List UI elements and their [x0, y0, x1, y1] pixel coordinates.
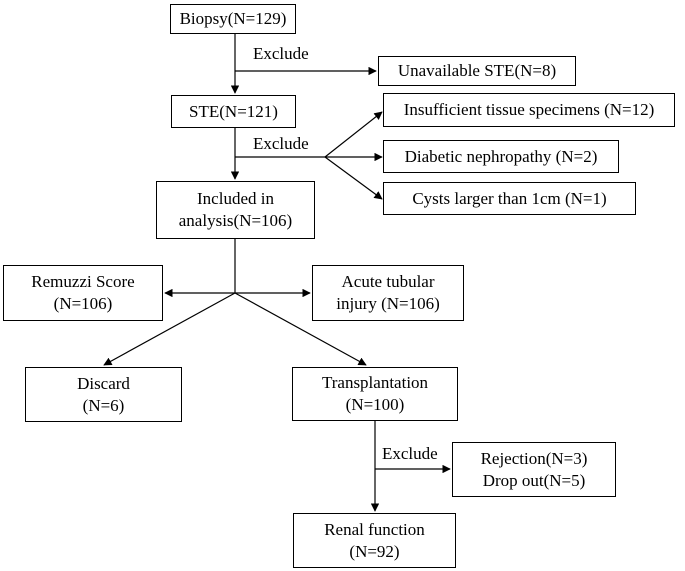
node-discard-line2: (N=6) [82, 395, 125, 415]
connector-split-discard [103, 292, 236, 366]
node-cysts: Cysts larger than 1cm (N=1) [383, 182, 636, 215]
node-remuzzi-line2: (N=106) [53, 294, 113, 313]
node-unavailable-ste-text: Unavailable STE(N=8) [397, 61, 557, 80]
node-transplantation: Transplantation (N=100) [292, 367, 458, 421]
node-transplantation-line2: (N=100) [345, 395, 405, 414]
node-insufficient-text: Insufficient tissue specimens (N=12) [403, 100, 655, 119]
connector-fan-cysts [324, 156, 383, 200]
exclude-label-1: Exclude [253, 44, 309, 63]
node-rejection: Rejection(N=3) Drop out(N=5) [452, 442, 616, 497]
node-cysts-text: Cysts larger than 1cm (N=1) [412, 188, 607, 208]
exclude-label-2: Exclude [253, 134, 309, 153]
node-diabetic: Diabetic nephropathy (N=2) [383, 140, 619, 173]
node-insufficient: Insufficient tissue specimens (N=12) [383, 93, 675, 127]
connector-split-transplant [234, 292, 367, 366]
connector-fan-insufficient [324, 111, 383, 158]
node-rejection-line1: Rejection(N=3) [480, 448, 588, 468]
node-acute-line2: injury (N=106) [336, 294, 440, 313]
node-biopsy-text: Biopsy(N=129) [179, 9, 287, 28]
node-ste-text: STE(N=121) [189, 101, 278, 121]
node-renal: Renal function (N=92) [293, 513, 456, 568]
node-renal-line2: (N=92) [349, 541, 400, 561]
node-acute: Acute tubular injury (N=106) [312, 265, 464, 321]
node-discard-line1: Discard [77, 373, 130, 393]
node-discard: Discard (N=6) [25, 367, 182, 422]
node-remuzzi: Remuzzi Score (N=106) [3, 265, 163, 321]
node-transplantation-line1: Transplantation [321, 373, 429, 392]
node-renal-line1: Renal function [324, 519, 425, 539]
node-included: Included in analysis(N=106) [156, 181, 315, 239]
node-biopsy: Biopsy(N=129) [170, 4, 296, 34]
node-unavailable-ste: Unavailable STE(N=8) [378, 56, 576, 86]
node-acute-line1: Acute tubular [341, 272, 435, 291]
node-rejection-line2: Drop out(N=5) [482, 470, 586, 490]
node-included-line1: Included in [197, 189, 274, 208]
node-ste: STE(N=121) [171, 95, 296, 128]
exclude-label-3: Exclude [382, 444, 438, 463]
node-diabetic-text: Diabetic nephropathy (N=2) [404, 146, 598, 166]
node-included-line2: analysis(N=106) [178, 211, 293, 230]
node-remuzzi-line1: Remuzzi Score [31, 272, 135, 291]
